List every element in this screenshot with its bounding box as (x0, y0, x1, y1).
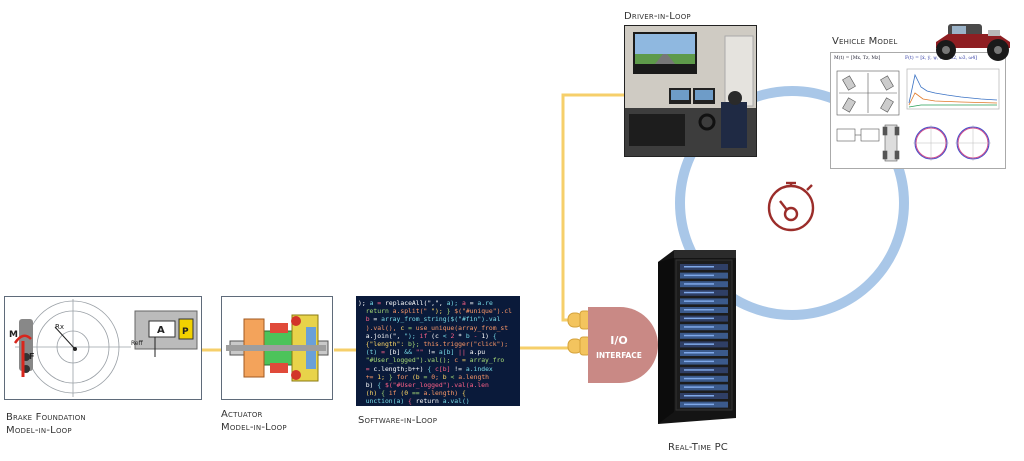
actuator-label: Actuator Model-in-Loop (221, 409, 287, 433)
brake-symbol-reff: Reff (131, 340, 144, 347)
vehicle-plot-ellipses (913, 125, 991, 161)
rack-led (684, 291, 714, 294)
brake-foundation-panel: M F Rx A P Reff (4, 296, 202, 400)
realtime-pc-label: Real-Time PC (668, 442, 728, 453)
brake-foundation-label: Brake Foundation Model-in-Loop (6, 412, 86, 436)
software-code-panel: ); a = replaceAll(",", a); a = a.re retu… (356, 296, 520, 406)
rack-led (684, 274, 714, 277)
connector-io-driver (561, 93, 626, 322)
rack-led (684, 309, 714, 311)
rack-led (684, 266, 714, 268)
code-line: a.join(", "); if (c < 2 * b - 1) { (365, 331, 497, 340)
vehicle-model-label: Vehicle Model (832, 36, 898, 47)
code-line: b) { $("#User_logged").val(a.len (365, 381, 489, 390)
rack-led (684, 377, 714, 380)
code-line: return a.split(" "); } $("#unique").cl (365, 307, 512, 316)
io-plugs (567, 310, 591, 356)
io-interface: I/O INTERFACE (567, 307, 658, 383)
rack-led (684, 352, 714, 354)
driver-in-loop-photo (624, 25, 757, 157)
io-label-2: INTERFACE (596, 351, 642, 360)
code-line: ); a = replaceAll(",", a); a = a.re (358, 299, 493, 307)
vehicle-model-panel: M(t) = [Mx, Tz, Mz] F(t) = [ẋ, ẏ, ψ, ω1,… (830, 52, 1006, 169)
brake-symbol-rx: Rx (55, 323, 64, 331)
brake-symbol-p: P (182, 327, 189, 337)
rack-led (684, 343, 714, 345)
rack-led (684, 395, 714, 397)
brake-symbol-a: A (157, 325, 165, 336)
rack-led (684, 283, 714, 285)
code-line: ).val(), c = use_unique(array_from_st (365, 323, 509, 332)
brake-symbol-m: M (9, 330, 18, 340)
rack-led (684, 300, 714, 302)
vehicle-eq-left: M(t) = [Mx, Tz, Mz] (834, 56, 881, 61)
brake-symbol-f: F (29, 352, 34, 361)
io-label-1: I/O (610, 334, 627, 347)
rack-led (684, 334, 714, 337)
rack-led (684, 403, 714, 406)
code-line: += 1; } for (b = 0; b < a.length (365, 372, 490, 381)
code-line: b = array_from_string($("#fin").val (365, 315, 501, 324)
actuator-panel (221, 296, 333, 400)
driver-label: Driver-in-Loop (624, 11, 691, 22)
realtime-loop-ring (675, 86, 909, 320)
code-lines: ); a = replaceAll(",", a); a = a.re retu… (358, 299, 518, 406)
code-line: unction(a) { return a.val() (365, 397, 470, 406)
code-line: {"length": b}; this.trigger("click"); (365, 340, 509, 349)
io-body (588, 307, 658, 383)
rack-led (684, 360, 714, 363)
brake-schematic: M F Rx A P Reff (9, 299, 198, 397)
code-line: "#User_logged").val(); c = array_fro (365, 356, 505, 365)
vehicle-car-icon (936, 24, 1010, 61)
stopwatch-icon (767, 181, 815, 232)
software-label: Software-in-Loop (358, 415, 438, 426)
code-line: (h) { if (0 == a.length) { (365, 389, 466, 398)
rack-led (684, 326, 714, 328)
rack-led (684, 317, 714, 320)
vehicle-plot-time (906, 68, 1000, 110)
rack-led (684, 369, 714, 371)
code-line: (t) = [b] && "" != a[b] || a.pu (365, 348, 486, 357)
code-line: = c.length;b++) { c[b] != a.index (365, 364, 493, 373)
actuator-cross-section (226, 314, 329, 382)
rack-led (684, 386, 714, 388)
realtime-pc-rack (658, 250, 736, 424)
